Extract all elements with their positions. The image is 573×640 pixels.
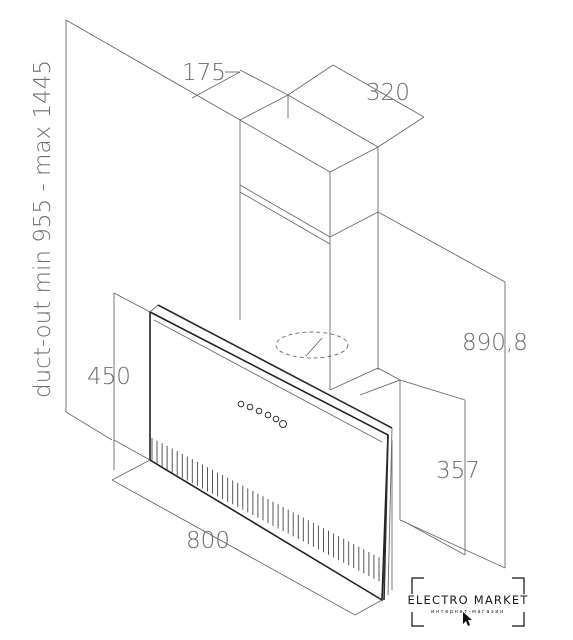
dim-label-175: 175 [182,60,226,86]
control-button-5 [272,415,280,423]
dim-label-890-8: 890,8 [462,330,528,356]
dim-label-duct-out: duct-out min 955 - max 1445 [30,60,56,398]
control-button-2 [246,403,254,411]
dim-label-450: 450 [87,364,131,390]
brand-name: ELECTRO MARKET [407,593,528,607]
dim-label-320: 320 [366,80,410,106]
chimney-duct [239,94,379,390]
control-button-3 [255,407,263,415]
brand-logo: ELECTRO MARKET интернет-магазин [407,577,528,627]
dim-label-800: 800 [186,528,230,554]
light-ring [275,331,349,359]
control-button-6 [279,420,287,428]
dim-label-357: 357 [436,458,480,484]
hood-body [329,367,406,590]
dimension-lines [65,19,506,616]
cursor-icon [463,612,472,626]
control-button-4 [264,411,272,419]
brand-tagline: интернет-магазин [431,609,505,615]
filter-grille [151,438,385,584]
control-buttons [237,400,287,428]
control-button-1 [237,400,245,408]
glass-panel [149,304,393,602]
